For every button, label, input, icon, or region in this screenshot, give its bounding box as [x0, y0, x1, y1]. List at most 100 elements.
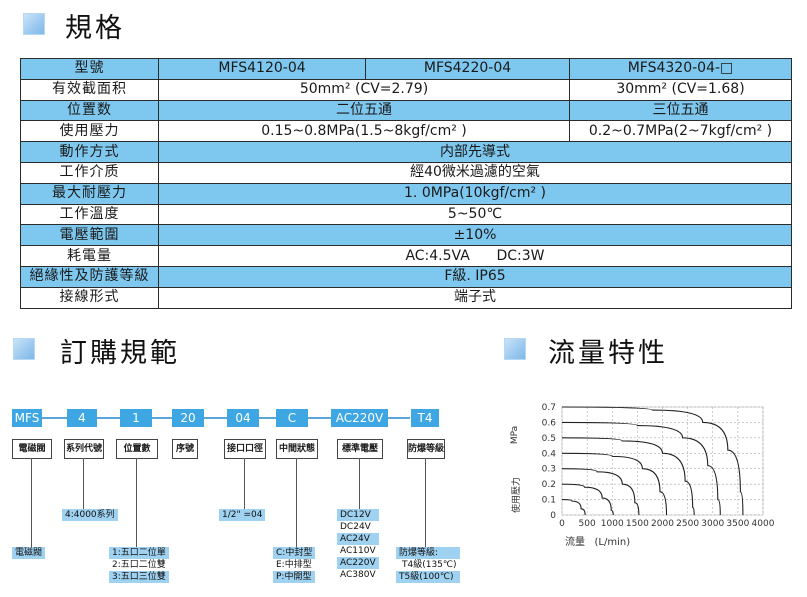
row-label: 使用壓力 — [20, 120, 159, 143]
code-series: 4 — [67, 409, 97, 427]
list-item: DC12V — [337, 509, 379, 521]
row-label: 工作介质 — [20, 161, 159, 184]
code-serial: 20 — [172, 409, 204, 427]
table-row: 絕緣性及防護等級 F級. IP65 — [20, 265, 792, 288]
caption-voltage: 標準電壓 — [337, 439, 383, 459]
order-section-title: 訂購規範 — [60, 338, 180, 369]
value-cell: 30mm² (CV=1.68) — [569, 78, 792, 101]
row-label: 動作方式 — [20, 141, 159, 163]
x-tick-label: 0 — [559, 519, 565, 529]
y-tick-label: 0.2 — [542, 480, 556, 490]
leader-line — [359, 458, 360, 510]
series-line — [561, 483, 614, 516]
table-row: 接線形式 端子式 — [20, 286, 792, 309]
value-cell: AC:4.5VA DC:3W — [158, 245, 792, 267]
y-tick-label: 0.3 — [542, 465, 556, 475]
table-row: 動作方式 内部先導式 — [20, 141, 792, 163]
code-center: C — [276, 409, 308, 427]
spec-table: 型號 MFS4120-04 MFS4220-04 MFS4320-04-□ 有效… — [20, 58, 792, 309]
row-label: 耗電量 — [20, 245, 159, 267]
code-product: MFS — [12, 409, 42, 427]
list-item: 3:五口三位雙 — [109, 571, 169, 583]
caption-product: 電磁閥 — [12, 439, 52, 459]
series-line — [561, 468, 640, 516]
spec-section-title: 規格 — [65, 13, 125, 44]
caption-position: 位置數 — [116, 439, 158, 459]
code-voltage: AC220V — [331, 409, 388, 427]
table-row: 型號 MFS4120-04 MFS4220-04 MFS4320-04-□ — [20, 58, 792, 80]
value-cell: 端子式 — [158, 286, 792, 309]
table-row: 使用壓力 0.15~0.8MPa(1.5~8kgf/cm² ) 0.2~0.7M… — [20, 120, 792, 143]
list-item: AC110V — [340, 546, 376, 556]
row-label: 最大耐壓力 — [20, 182, 159, 205]
port-option: 1/2" =04 — [219, 509, 266, 521]
voltage-options: DC12V DC24V AC24V AC110V AC220V AC380V — [337, 509, 379, 581]
x-tick-label: 3000 — [701, 519, 724, 529]
x-tick-label: 1500 — [626, 519, 649, 529]
center-options: C:中封型 E:中排型 P:中開型 — [273, 547, 316, 583]
x-tick-label: 3500 — [726, 519, 749, 529]
code-connector — [40, 417, 410, 419]
leader-line — [244, 458, 245, 515]
position-options: 1:五口二位單 2:五口二位雙 3:五口三位雙 — [109, 547, 169, 583]
y-axis-unit: MPa — [510, 426, 520, 444]
caption-center: 中間狀態 — [276, 439, 318, 459]
model-cell: MFS4120-04 — [158, 58, 366, 80]
series-line — [561, 452, 668, 516]
y-tick-label: 0.7 — [542, 403, 556, 413]
value-cell: 内部先導式 — [158, 141, 792, 163]
code-position: 1 — [120, 409, 152, 427]
row-label: 接線形式 — [20, 286, 159, 309]
row-label: 工作溫度 — [20, 203, 159, 226]
series-option: 4:4000系列 — [62, 509, 118, 521]
list-item: E:中排型 — [276, 560, 312, 570]
list-item: AC380V — [340, 570, 376, 580]
x-tick-label: 2000 — [651, 519, 674, 529]
y-tick-label: 0 — [550, 511, 556, 521]
list-item: 2:五口二位雙 — [112, 560, 166, 570]
product-option: 電磁閥 — [12, 547, 46, 559]
code-port: 04 — [227, 409, 259, 427]
x-tick-label: 4000 — [752, 519, 775, 529]
series-line — [561, 499, 586, 516]
series-line — [561, 406, 744, 516]
table-row: 位置数 二位五通 三位五通 — [20, 99, 792, 122]
value-cell: ±10% — [158, 224, 792, 247]
flow-section-title: 流量特性 — [548, 338, 668, 369]
value-cell: 0.15~0.8MPa(1.5~8kgf/cm² ) — [158, 120, 570, 143]
leader-line — [136, 458, 137, 553]
table-row: 耗電量 AC:4.5VA DC:3W — [20, 245, 792, 267]
list-item: AC220V — [337, 557, 379, 569]
model-cell: MFS4220-04 — [365, 58, 570, 80]
row-label: 型號 — [20, 58, 159, 80]
list-item: T4級(135℃) — [402, 560, 457, 570]
code-explosion: T4 — [411, 409, 439, 427]
table-row: 工作介质 經40微米過濾的空氣 — [20, 161, 792, 184]
value-cell: 5~50℃ — [158, 203, 792, 226]
series-line — [561, 421, 721, 516]
table-row: 最大耐壓力 1. 0MPa(10kgf/cm² ) — [20, 182, 792, 205]
leader-line — [296, 458, 297, 553]
value-cell: 1. 0MPa(10kgf/cm² ) — [158, 182, 792, 205]
table-row: 有效截面积 50mm² (CV=2.79) 30mm² (CV=1.68) — [20, 78, 792, 101]
x-tick-label: 1000 — [601, 519, 624, 529]
leader-line — [425, 458, 426, 550]
list-item: P:中開型 — [273, 571, 316, 583]
y-tick-label: 0.6 — [542, 418, 557, 428]
list-item: C:中封型 — [273, 547, 316, 559]
x-tick-label: 500 — [579, 519, 596, 529]
caption-serial: 序號 — [172, 439, 198, 459]
section-square-icon — [13, 338, 35, 360]
list-item: DC24V — [340, 522, 371, 532]
row-label: 絕緣性及防護等級 — [20, 265, 159, 288]
leader-line — [31, 458, 32, 553]
series-line — [561, 437, 695, 516]
leader-line — [83, 458, 84, 515]
value-cell: 0.2~0.7MPa(2~7kgf/cm² ) — [569, 120, 792, 143]
caption-explosion: 防爆等級 — [407, 439, 445, 459]
value-cell: 二位五通 — [158, 99, 570, 122]
y-tick-label: 0.5 — [542, 434, 556, 444]
list-item: T5級(100℃) — [396, 571, 460, 583]
row-label: 有效截面积 — [20, 78, 159, 101]
